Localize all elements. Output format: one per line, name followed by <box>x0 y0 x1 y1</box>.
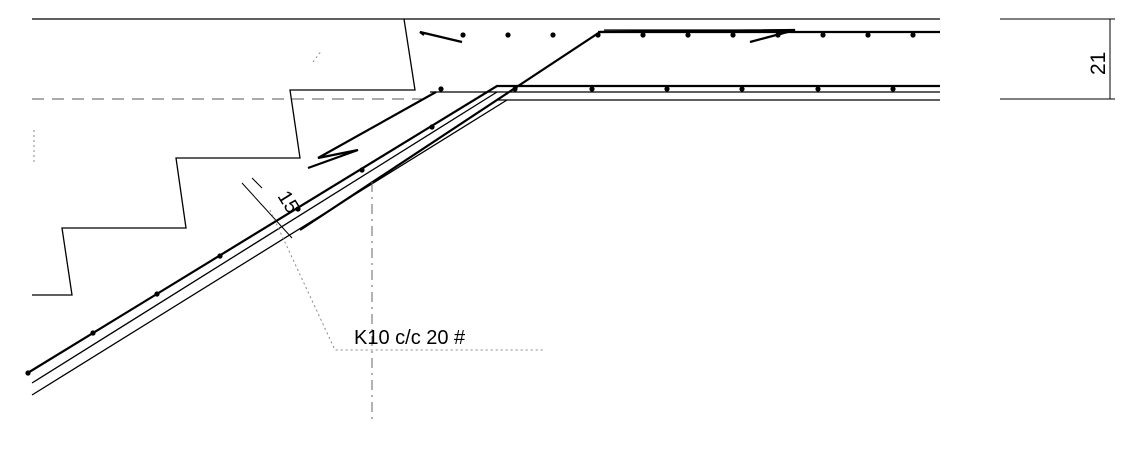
rebar-dot <box>429 124 435 130</box>
landing-bottom-bar-dots <box>438 86 896 92</box>
slab-underside-line-2 <box>31 99 508 396</box>
rebar-dot <box>154 291 160 297</box>
rebar-dot <box>589 86 595 92</box>
rebar-dot <box>815 86 821 92</box>
stair-step-profile <box>32 18 416 296</box>
rebar-dot <box>664 86 670 92</box>
rebar-dot <box>595 32 601 38</box>
top-rebar-landing-cranked <box>299 30 940 231</box>
rebar-dot <box>460 32 466 38</box>
slope-bar-dots <box>25 124 435 376</box>
slab-thickness-tick <box>251 177 263 189</box>
rebar-dot <box>295 206 301 212</box>
rebar-callout-label: K10 c/c 20 # <box>354 327 466 349</box>
rebar-dot <box>730 32 736 38</box>
landing-thickness-label: 21 <box>1087 52 1110 75</box>
construction-stroke <box>312 49 323 63</box>
slab-thickness-dimension-line <box>241 182 293 239</box>
rebar-dot <box>550 32 556 38</box>
rebar-dot <box>640 32 646 38</box>
top-rebar-landing-hook <box>597 28 796 44</box>
slab-underside-line-1 <box>31 91 498 384</box>
rebar-dot <box>775 32 781 38</box>
rebar-dot <box>910 32 916 38</box>
bottom-rebar-slope <box>25 84 940 375</box>
rebar-callout-leader <box>269 209 545 351</box>
rebar-dot <box>890 86 896 92</box>
rebar-dot <box>505 32 511 38</box>
rebar-dot <box>739 86 745 92</box>
top-rebar-slope <box>307 91 437 170</box>
rebar-dot <box>685 32 691 38</box>
rebar-dot <box>25 370 31 376</box>
rebar-dot <box>820 32 826 38</box>
landing-top-bar-dots <box>460 32 916 38</box>
rebar-dot <box>90 330 96 336</box>
top-rebar-landing-lap <box>419 30 463 44</box>
slab-thickness-label: 15 <box>273 187 303 218</box>
rebar-dot <box>217 253 223 259</box>
rebar-dot <box>359 167 365 173</box>
rebar-dot <box>865 32 871 38</box>
rebar-dot <box>512 86 518 92</box>
rebar-dot <box>438 86 444 92</box>
